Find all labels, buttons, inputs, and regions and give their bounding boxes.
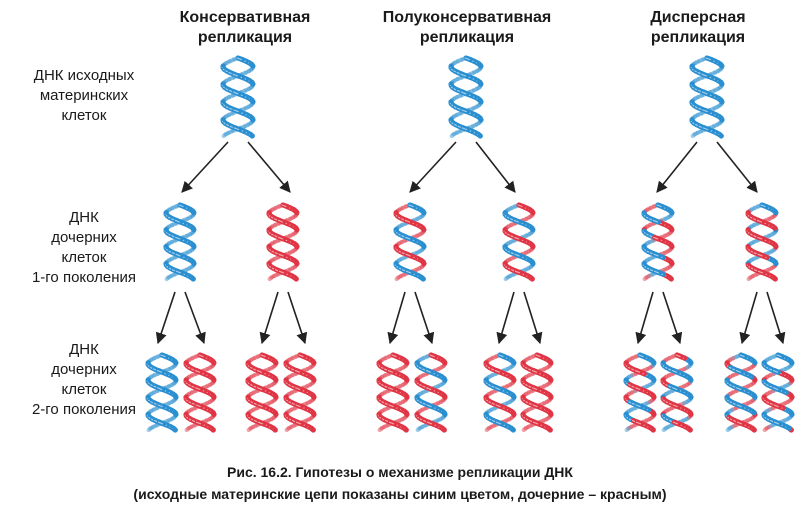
row-label-line: 2-го поколения bbox=[31, 401, 137, 418]
row-label-line: клеток bbox=[61, 249, 107, 266]
row-label-line: клеток bbox=[61, 381, 107, 398]
column-title-conservative: Консервативная репликация bbox=[130, 8, 360, 48]
arrow-down-icon bbox=[635, 291, 654, 345]
arrow-down-icon bbox=[523, 291, 543, 345]
helix-gen1-semiconservative-left bbox=[393, 202, 427, 282]
row-label-line: ДНК bbox=[69, 209, 99, 226]
figure-caption-legend: (исходные материнские цепи показаны сини… bbox=[133, 486, 667, 502]
helix-parental-dispersive bbox=[689, 55, 725, 139]
arrow-down-icon bbox=[387, 291, 406, 345]
helix-gen2-semiconservative-3 bbox=[483, 352, 517, 433]
column-title-line1: Дисперсная bbox=[650, 9, 746, 26]
helix-gen2-dispersive-4 bbox=[761, 352, 795, 433]
arrow-down-icon bbox=[287, 291, 308, 345]
helix-gen2-dispersive-2 bbox=[660, 352, 694, 433]
helix-gen1-semiconservative-right bbox=[502, 202, 536, 282]
helix-gen1-dispersive-right bbox=[745, 202, 779, 282]
helix-parental-conservative bbox=[220, 55, 256, 139]
helix-gen1-dispersive-left bbox=[641, 202, 675, 282]
helix-gen2-semiconservative-1 bbox=[376, 352, 410, 433]
row-label-line: ДНК исходных bbox=[33, 67, 135, 84]
row-label-generation-1: ДНК дочерних клеток 1-го поколения bbox=[20, 208, 148, 288]
helix-gen2-conservative-3 bbox=[245, 352, 279, 433]
figure-caption-title: Рис. 16.2. Гипотезы о механизме репликац… bbox=[227, 464, 573, 480]
arrow-down-icon bbox=[247, 141, 291, 193]
arrow-down-icon bbox=[155, 291, 176, 345]
arrow-down-icon bbox=[409, 141, 457, 193]
helix-gen2-semiconservative-2 bbox=[414, 352, 448, 433]
arrow-down-icon bbox=[656, 141, 698, 193]
row-label-line: дочерних bbox=[51, 229, 117, 246]
helix-gen2-conservative-1 bbox=[145, 352, 179, 433]
arrow-down-icon bbox=[181, 141, 229, 193]
helix-gen2-conservative-4 bbox=[283, 352, 317, 433]
helix-gen1-conservative-right bbox=[266, 202, 300, 282]
arrow-down-icon bbox=[414, 291, 435, 345]
column-title-line2: репликация bbox=[419, 29, 515, 46]
arrow-down-icon bbox=[475, 141, 516, 193]
arrow-down-icon bbox=[739, 291, 758, 345]
row-label-line: клеток bbox=[61, 107, 107, 124]
arrow-down-icon bbox=[496, 291, 515, 345]
row-label-parental: ДНК исходных материнских клеток bbox=[20, 66, 148, 126]
arrow-down-icon bbox=[662, 291, 683, 345]
column-title-line1: Консервативная bbox=[179, 9, 311, 26]
arrow-down-icon bbox=[716, 141, 758, 193]
helix-gen2-conservative-2 bbox=[183, 352, 217, 433]
column-title-line2: репликация bbox=[197, 29, 293, 46]
row-label-generation-2: ДНК дочерних клеток 2-го поколения bbox=[20, 340, 148, 420]
helix-gen2-semiconservative-4 bbox=[520, 352, 554, 433]
helix-gen1-conservative-left bbox=[163, 202, 197, 282]
row-label-line: 1-го поколения bbox=[31, 269, 137, 286]
helix-gen2-dispersive-1 bbox=[623, 352, 657, 433]
column-title-dispersive: Дисперсная репликация bbox=[583, 8, 800, 48]
helix-parental-semiconservative bbox=[448, 55, 484, 139]
column-title-line1: Полуконсервативная bbox=[382, 9, 552, 26]
row-label-line: дочерних bbox=[51, 361, 117, 378]
arrow-down-icon bbox=[184, 291, 206, 345]
column-title-semiconservative: Полуконсервативная репликация bbox=[352, 8, 582, 48]
arrow-down-icon bbox=[259, 291, 279, 345]
row-label-line: ДНК bbox=[69, 341, 99, 358]
column-title-line2: репликация bbox=[650, 29, 746, 46]
row-label-line: материнских bbox=[39, 87, 129, 104]
arrow-down-icon bbox=[766, 291, 786, 345]
helix-gen2-dispersive-3 bbox=[724, 352, 758, 433]
